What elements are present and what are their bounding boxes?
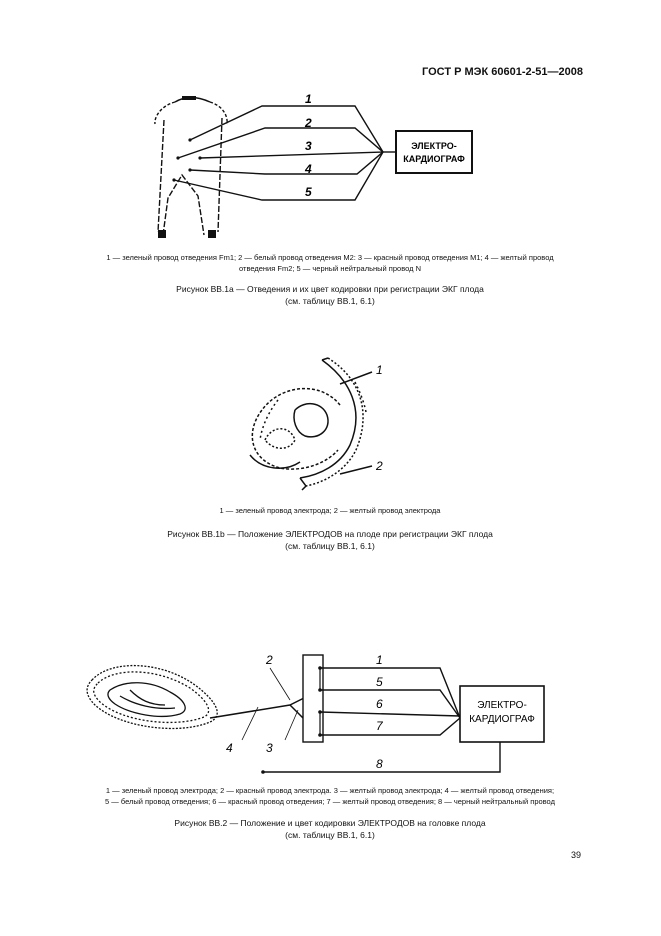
lead-label-1: 1	[305, 92, 312, 106]
figure-1a-legend-line1: 1 — зеленый провод отведения Fm1; 2 — бе…	[106, 253, 554, 262]
wire-8-neutral	[263, 742, 501, 773]
lead-label-4: 4	[304, 162, 312, 176]
wire-label-8: 8	[376, 757, 383, 771]
wire-label-5: 5	[376, 675, 383, 689]
electrode-label-1: 1	[376, 363, 383, 377]
lead-label-3: 3	[305, 139, 312, 153]
label-2-pointer	[269, 667, 291, 701]
lead-4-wire-fig3	[209, 704, 291, 719]
figure-1a-caption-line2: (см. таблицу ВВ.1, 6.1)	[285, 296, 375, 306]
label-4-pointer	[241, 706, 259, 741]
lead-3-wire	[199, 151, 384, 159]
figure-1b-caption-line2: (см. таблицу ВВ.1, 6.1)	[285, 541, 375, 551]
figure-1b-legend: 1 — зеленый провод электрода; 2 — желтый…	[219, 506, 441, 515]
figure-2-caption-line2: (см. таблицу ВВ.1, 6.1)	[285, 830, 375, 840]
electrocardiograph-box-1	[395, 130, 473, 174]
wire-label-2: 2	[265, 653, 273, 667]
box2-line2: КАРДИОГРАФ	[469, 714, 535, 725]
box2-line1: ЭЛЕКТРО-	[477, 700, 527, 711]
figure-1a-caption: Рисунок ВВ.1a — Отведения и их цвет коди…	[40, 283, 620, 307]
wire-label-6: 6	[376, 697, 383, 711]
wire-1	[320, 667, 461, 719]
figure-1a-legend: 1 — зеленый провод отведения Fm1; 2 — бе…	[40, 252, 620, 274]
right-foot	[208, 230, 216, 238]
wire-label-4: 4	[226, 741, 233, 755]
wire-label-7: 7	[376, 719, 384, 733]
figure-1a-caption-line1: Рисунок ВВ.1a — Отведения и их цвет коди…	[176, 284, 484, 294]
wire-7	[320, 717, 461, 736]
page-number: 39	[571, 850, 582, 860]
figure-2-caption: Рисунок ВВ.2 — Положение и цвет кодировк…	[40, 817, 620, 841]
wire-label-3: 3	[266, 741, 273, 755]
electrode-label-2: 2	[375, 459, 383, 473]
fetal-head-drawing	[86, 664, 218, 730]
head-mark	[182, 96, 196, 100]
left-foot	[158, 230, 166, 238]
figure-1b-caption-line1: Рисунок ВВ.1b — Положение ЭЛЕКТРОДОВ на …	[167, 529, 493, 539]
wire-5	[320, 689, 461, 719]
lead-4-wire	[189, 151, 384, 175]
fetus-electrode-drawing	[249, 357, 373, 491]
box1-line2: КАРДИОГРАФ	[403, 154, 465, 164]
label-3-pointer	[284, 709, 299, 741]
wire-label-1: 1	[376, 653, 383, 667]
figure-2-legend: 1 — зеленый провод электрода; 2 — красны…	[30, 785, 630, 807]
lead-label-5: 5	[305, 185, 312, 199]
junction-box	[302, 654, 324, 743]
figure-1a-legend-line2: отведения Fm2; 5 — черный нейтральный пр…	[239, 264, 421, 273]
body-outline	[154, 96, 228, 236]
box1-line1: ЭЛЕКТРО-	[411, 141, 456, 151]
wire-6	[319, 711, 461, 717]
figure-2-legend-line1: 1 — зеленый провод электрода; 2 — красны…	[105, 786, 555, 795]
lead-label-2: 2	[304, 116, 312, 130]
lead-5-wire	[173, 151, 384, 201]
document-header: ГОСТ Р МЭК 60601-2-51—2008	[422, 66, 583, 78]
lead-1-wire	[189, 105, 384, 153]
figure-2-legend-line2: 5 — белый провод отведения; 6 — красный …	[105, 797, 555, 806]
figure-1b-caption: Рисунок ВВ.1b — Положение ЭЛЕКТРОДОВ на …	[40, 528, 620, 552]
lead-2-wire	[177, 127, 384, 159]
figure-2-caption-line1: Рисунок ВВ.2 — Положение и цвет кодировк…	[174, 818, 486, 828]
electrocardiograph-box-2	[459, 685, 545, 743]
